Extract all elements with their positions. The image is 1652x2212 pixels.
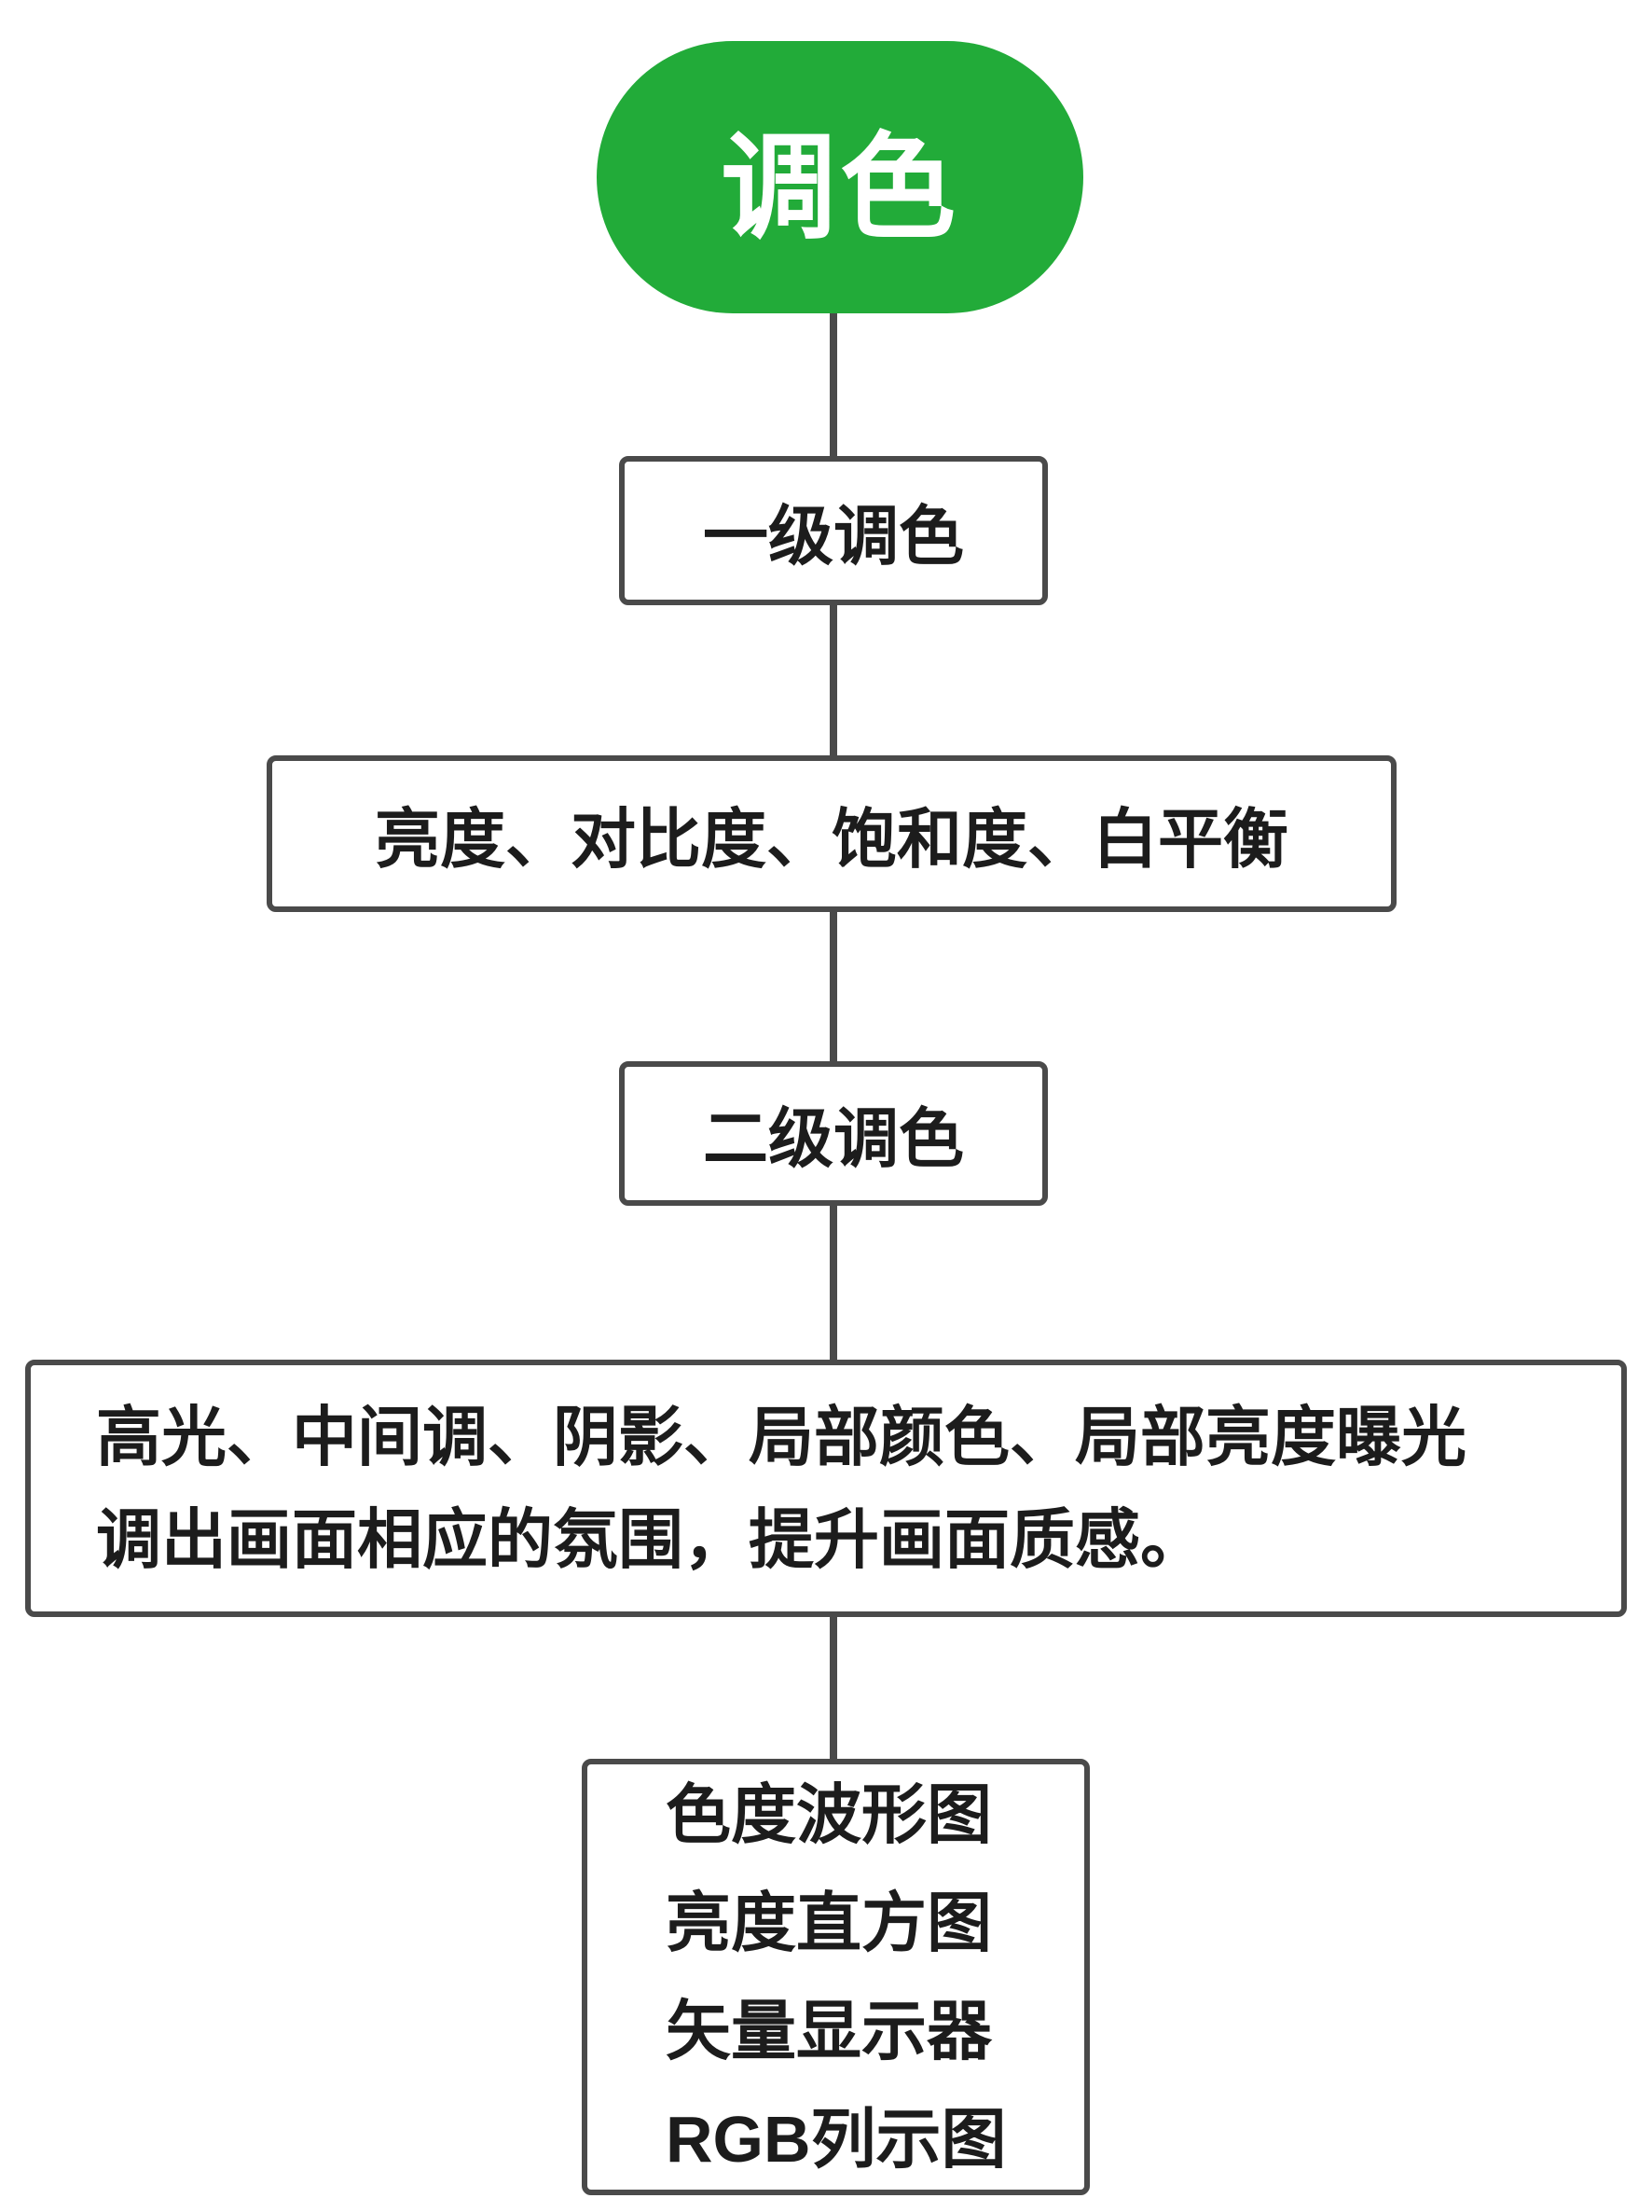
node-primary-grading-label: 一级调色 xyxy=(703,499,964,573)
root-node-label: 调色 xyxy=(720,124,959,253)
node-primary-parameters-label: 亮度、对比度、饱和度、白平衡 xyxy=(375,802,1288,876)
node-secondary-description-line-1: 高光、中间调、阴影、局部颜色、局部亮度曝光 xyxy=(96,1401,1466,1473)
node-scopes-list: 色度波形图 亮度直方图 矢量显示器 RGB列示图 xyxy=(582,1759,1090,2195)
node-scopes-line-2: 亮度直方图 xyxy=(666,1887,992,1959)
node-secondary-description: 高光、中间调、阴影、局部颜色、局部亮度曝光 调出画面相应的氛围，提升画面质感。 xyxy=(25,1360,1627,1617)
node-scopes-line-3: 矢量显示器 xyxy=(666,1995,992,2067)
node-secondary-grading: 二级调色 xyxy=(619,1061,1048,1206)
connector-root-to-primary xyxy=(830,310,837,461)
node-scopes-line-4: RGB列示图 xyxy=(666,2103,1007,2176)
root-node-color-grading: 调色 xyxy=(597,41,1083,313)
node-primary-grading: 一级调色 xyxy=(619,456,1048,605)
node-primary-parameters: 亮度、对比度、饱和度、白平衡 xyxy=(267,755,1397,912)
connector-description-to-scopes xyxy=(830,1613,837,1764)
connector-primary-to-parameters xyxy=(830,601,837,760)
node-secondary-grading-label: 二级调色 xyxy=(703,1102,964,1175)
connector-parameters-to-secondary xyxy=(830,908,837,1067)
node-scopes-line-1: 色度波形图 xyxy=(666,1778,992,1851)
connector-secondary-to-description xyxy=(830,1202,837,1365)
node-secondary-description-line-2: 调出画面相应的氛围，提升画面质感。 xyxy=(96,1503,1205,1576)
